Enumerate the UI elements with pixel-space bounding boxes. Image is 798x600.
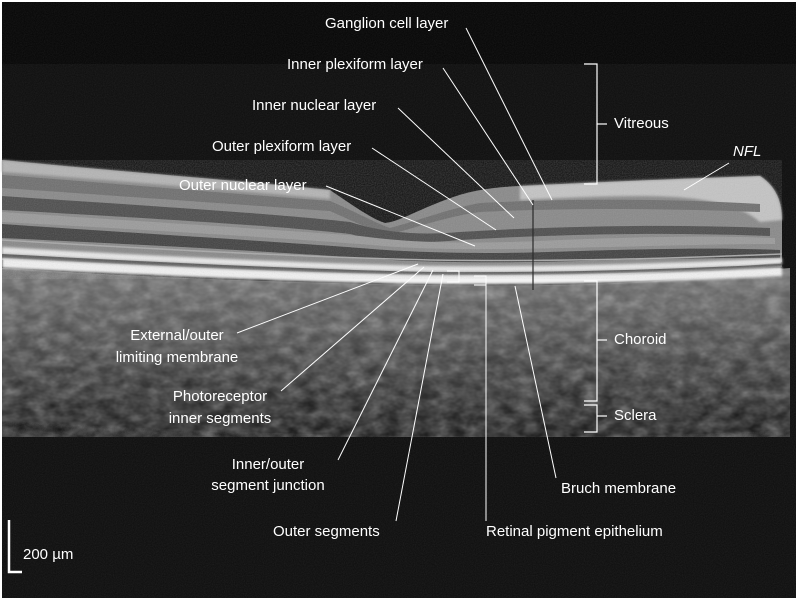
label-photoreceptor-line1: Photoreceptor [172, 388, 268, 405]
label-junction-line1: Inner/outer [231, 456, 305, 473]
leader-outer-nuclear [325, 185, 476, 247]
leader-inner-nuclear [397, 107, 515, 219]
label-scale-bar: 200 µm [23, 546, 74, 563]
label-photoreceptor-line2: inner segments [168, 410, 272, 427]
rpe-band [2, 258, 782, 285]
label-inner-outer-segment-junction: Inner/outer segment junction [200, 456, 336, 495]
label-external-limiting-membrane: External/outer limiting membrane [112, 327, 242, 367]
leader-photoreceptor [280, 266, 425, 392]
leader-junction [337, 269, 434, 461]
label-outer-segments: Outer segments [273, 523, 380, 540]
label-inner-nuclear-layer: Inner nuclear layer [252, 97, 377, 114]
choroid-bracket [584, 280, 607, 402]
leader-nfl [683, 162, 730, 191]
label-retinal-pigment-epithelium: Retinal pigment epithelium [486, 523, 663, 540]
leader-outer-segments [395, 273, 444, 522]
leader-external-limiting [236, 263, 419, 334]
leader-lines [236, 27, 730, 522]
label-sclera: Sclera [614, 407, 657, 424]
label-photoreceptor-inner-segments: Photoreceptor inner segments [155, 388, 285, 428]
label-external-limiting-line2: limiting membrane [115, 349, 239, 366]
leader-outer-plexiform [371, 147, 497, 231]
label-external-limiting-line1: External/outer [130, 327, 224, 344]
label-outer-nuclear-layer: Outer nuclear layer [179, 177, 307, 194]
leader-ganglion [465, 27, 553, 201]
leader-inner-plexiform [442, 67, 534, 206]
label-inner-plexiform-layer: Inner plexiform layer [287, 56, 423, 73]
vitreous-bracket [584, 63, 607, 185]
scale-bar [7, 520, 22, 574]
leader-bruch [514, 285, 557, 479]
label-bruch-membrane: Bruch membrane [561, 480, 677, 497]
label-vitreous: Vitreous [614, 115, 669, 132]
label-junction-line2: segment junction [211, 477, 325, 494]
label-ganglion-cell-layer: Ganglion cell layer [325, 15, 449, 32]
label-nfl: NFL [733, 143, 762, 160]
label-choroid: Choroid [614, 331, 667, 348]
label-outer-plexiform-layer: Outer plexiform layer [212, 138, 352, 155]
sclera-bracket [584, 404, 607, 433]
